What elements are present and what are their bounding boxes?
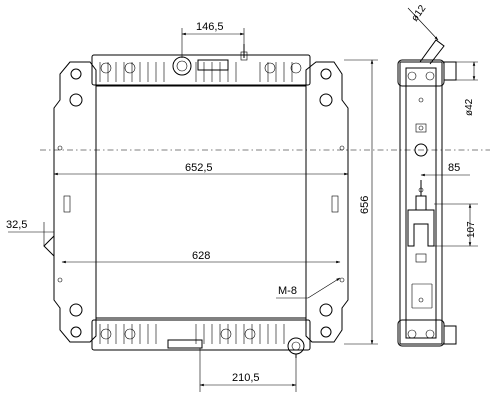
side-outlet-bottom [443,325,457,345]
thread-label: M-8 [278,285,297,297]
mount-hole [70,326,82,338]
left-bracket [43,234,55,258]
dimension-core-width: 628 [61,250,341,264]
dimension-bracket-height: 107 [434,203,478,247]
mount-hole [319,93,333,107]
bottom-tank [91,319,311,351]
side-bracket [407,209,435,247]
mount-hole [319,303,333,317]
dimension-overall-height: 656 [344,59,378,345]
dimension-bottom-offset: 210,5 [199,348,297,392]
dim-depth-offset-label: 85 [448,162,460,174]
side-center-hole [414,143,428,157]
dim-inlet-small-dia-label: ø12 [409,3,428,24]
mount-hole [70,68,82,80]
left-frame [53,61,97,343]
side-view [397,39,457,347]
top-inlet-neck [172,56,192,76]
dim-outlet-dia-label: ø42 [464,98,475,116]
side-body [399,61,443,345]
thread-callout: M-8 [276,277,341,299]
side-top-tank [397,59,445,87]
side-inlet-pipe [419,39,445,65]
front-view [40,44,490,358]
bottom-outlet [287,337,305,355]
mount-hole [69,93,83,107]
dimension-top-offset: 146,5 [181,21,245,58]
mount-hole [69,303,83,317]
mount-hole [320,68,332,80]
dim-left-offset-label: 32,5 [6,219,27,231]
mount-hole [320,326,332,338]
dimension-inlet-small-dia: ø12 [407,3,439,41]
side-outlet-top [443,61,457,81]
dim-bracket-height-label: 107 [466,221,477,238]
dim-top-offset-label: 146,5 [196,21,224,33]
bottom-label-plate [167,339,203,349]
side-bottom-tank [397,319,445,347]
top-tank [91,54,311,86]
dimension-depth-offset: 85 [420,162,470,177]
right-frame [305,61,349,343]
top-label-plate [197,59,229,71]
top-tank-ribs [99,62,293,82]
dim-overall-width-label: 652,5 [185,162,213,174]
bottom-tank-ribs [99,324,285,344]
dim-core-width-label: 628 [192,250,210,262]
dimension-outlet-dia: ø42 [456,61,478,116]
dimension-overall-width: 652,5 [53,162,349,176]
dim-bottom-offset-label: 210,5 [232,372,260,384]
dimension-left-offset: 32,5 [6,219,54,246]
dim-overall-height-label: 656 [359,196,371,214]
